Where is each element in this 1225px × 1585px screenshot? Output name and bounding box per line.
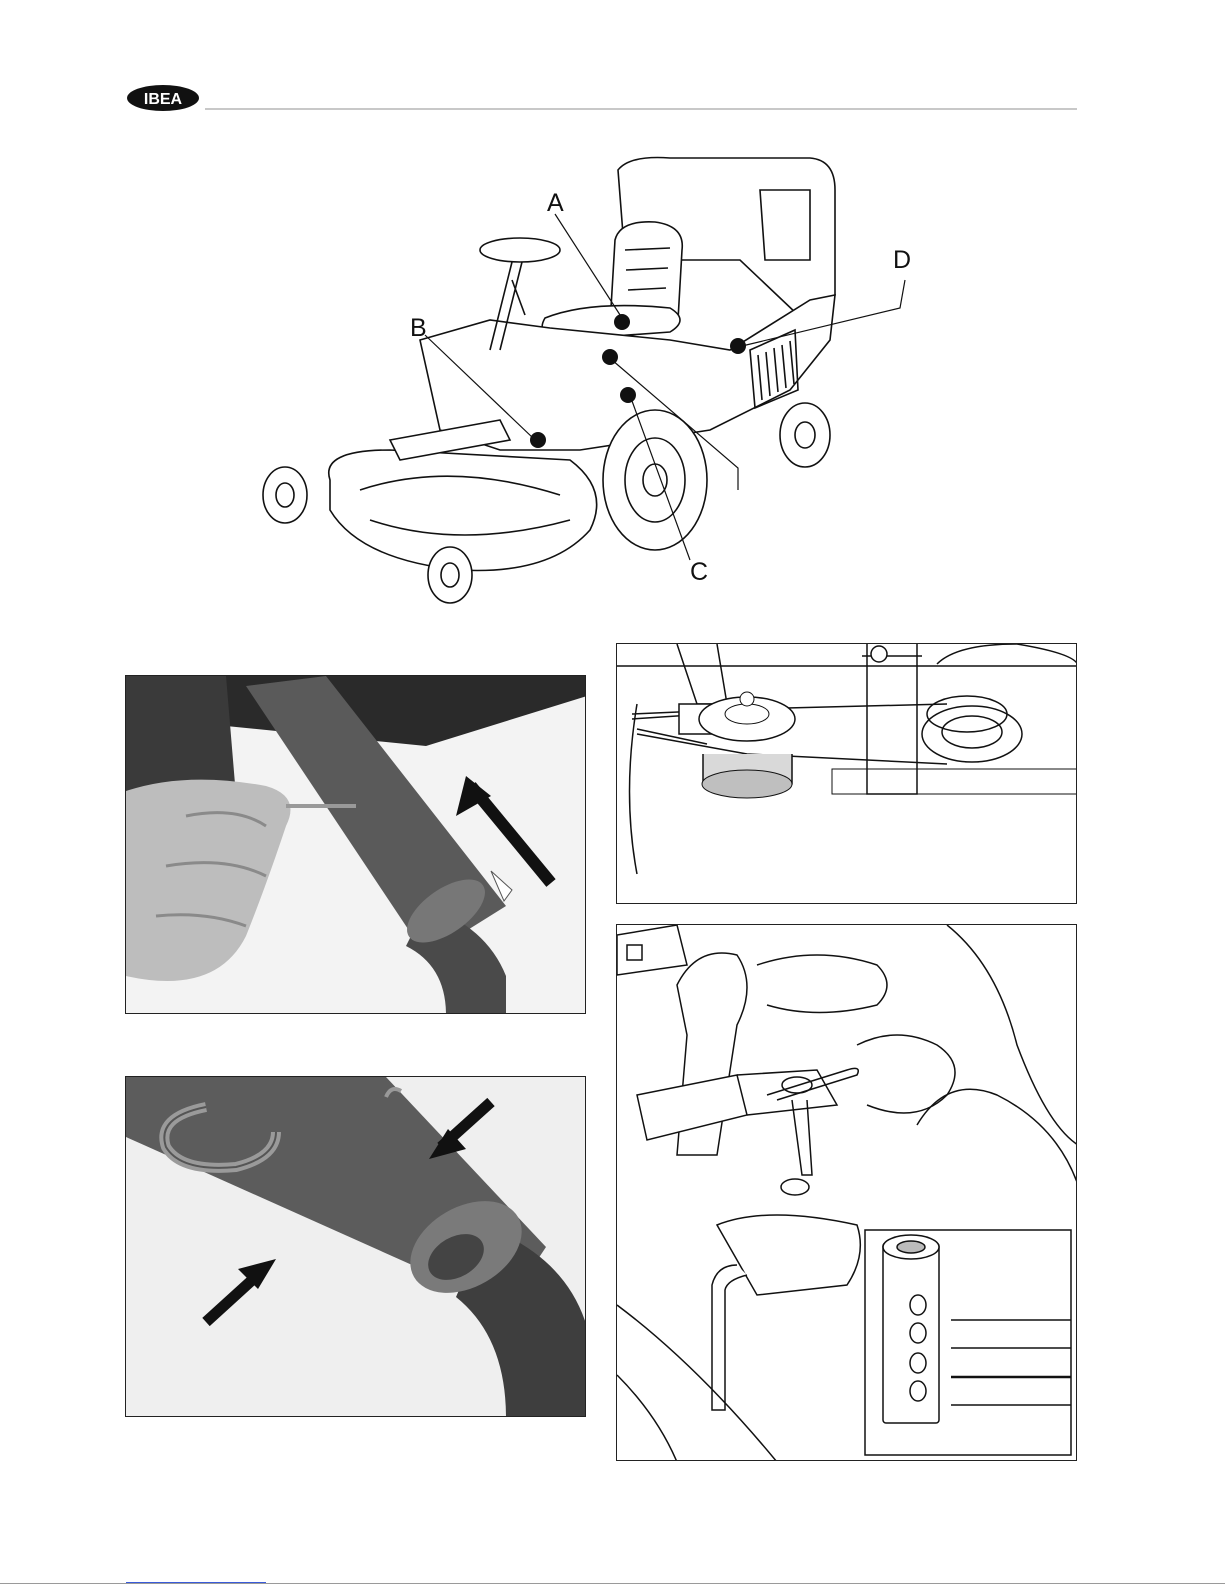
callout-c: C [690, 560, 708, 585]
logo-text: IBEA [144, 91, 183, 108]
photo-pin-inserted [125, 1076, 586, 1417]
footer-rule [0, 1583, 1225, 1584]
photo-pin-insertion [125, 675, 586, 1014]
header-rule [205, 108, 1077, 110]
callout-a: A [547, 191, 564, 216]
drawing-height-pin [616, 924, 1077, 1461]
ibea-logo: IBEA [126, 84, 200, 112]
callout-d: D [893, 248, 911, 273]
callout-b: B [410, 316, 427, 341]
drawing-pulley-belt [616, 643, 1077, 904]
footer-link-underline [126, 1582, 266, 1583]
mower-illustration [250, 150, 950, 610]
